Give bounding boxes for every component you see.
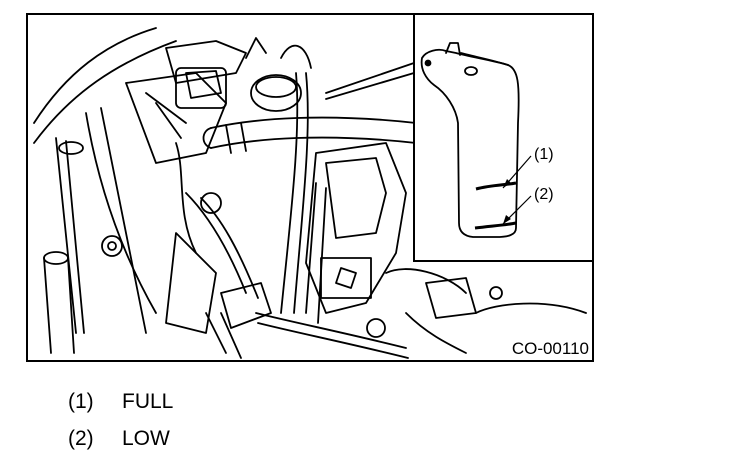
detail-inset-frame [413,13,594,262]
legend-number: (2) [68,427,94,450]
illustration-svg: (1) (2) CO-00110 [26,13,594,362]
callout-2-arrowhead [503,215,511,224]
low-level-mark [474,221,517,230]
legend-item-full: (1) FULL [68,390,173,427]
callout-1-arrowhead [503,179,511,188]
full-level-mark [475,181,517,191]
legend: (1) FULL (2) LOW [68,390,173,464]
figure-code: CO-00110 [512,339,589,358]
legend-item-low: (2) LOW [68,427,173,464]
legend-number: (1) [68,390,94,413]
engine-bay-drawing [33,27,587,359]
callout-2-label: (2) [534,186,554,203]
callout-1-label: (1) [534,146,554,163]
reservoir-detail-drawing [420,42,520,238]
legend-text: LOW [122,427,170,450]
legend-text: FULL [122,390,174,413]
engine-bay-illustration: (1) (2) CO-00110 [26,13,594,362]
